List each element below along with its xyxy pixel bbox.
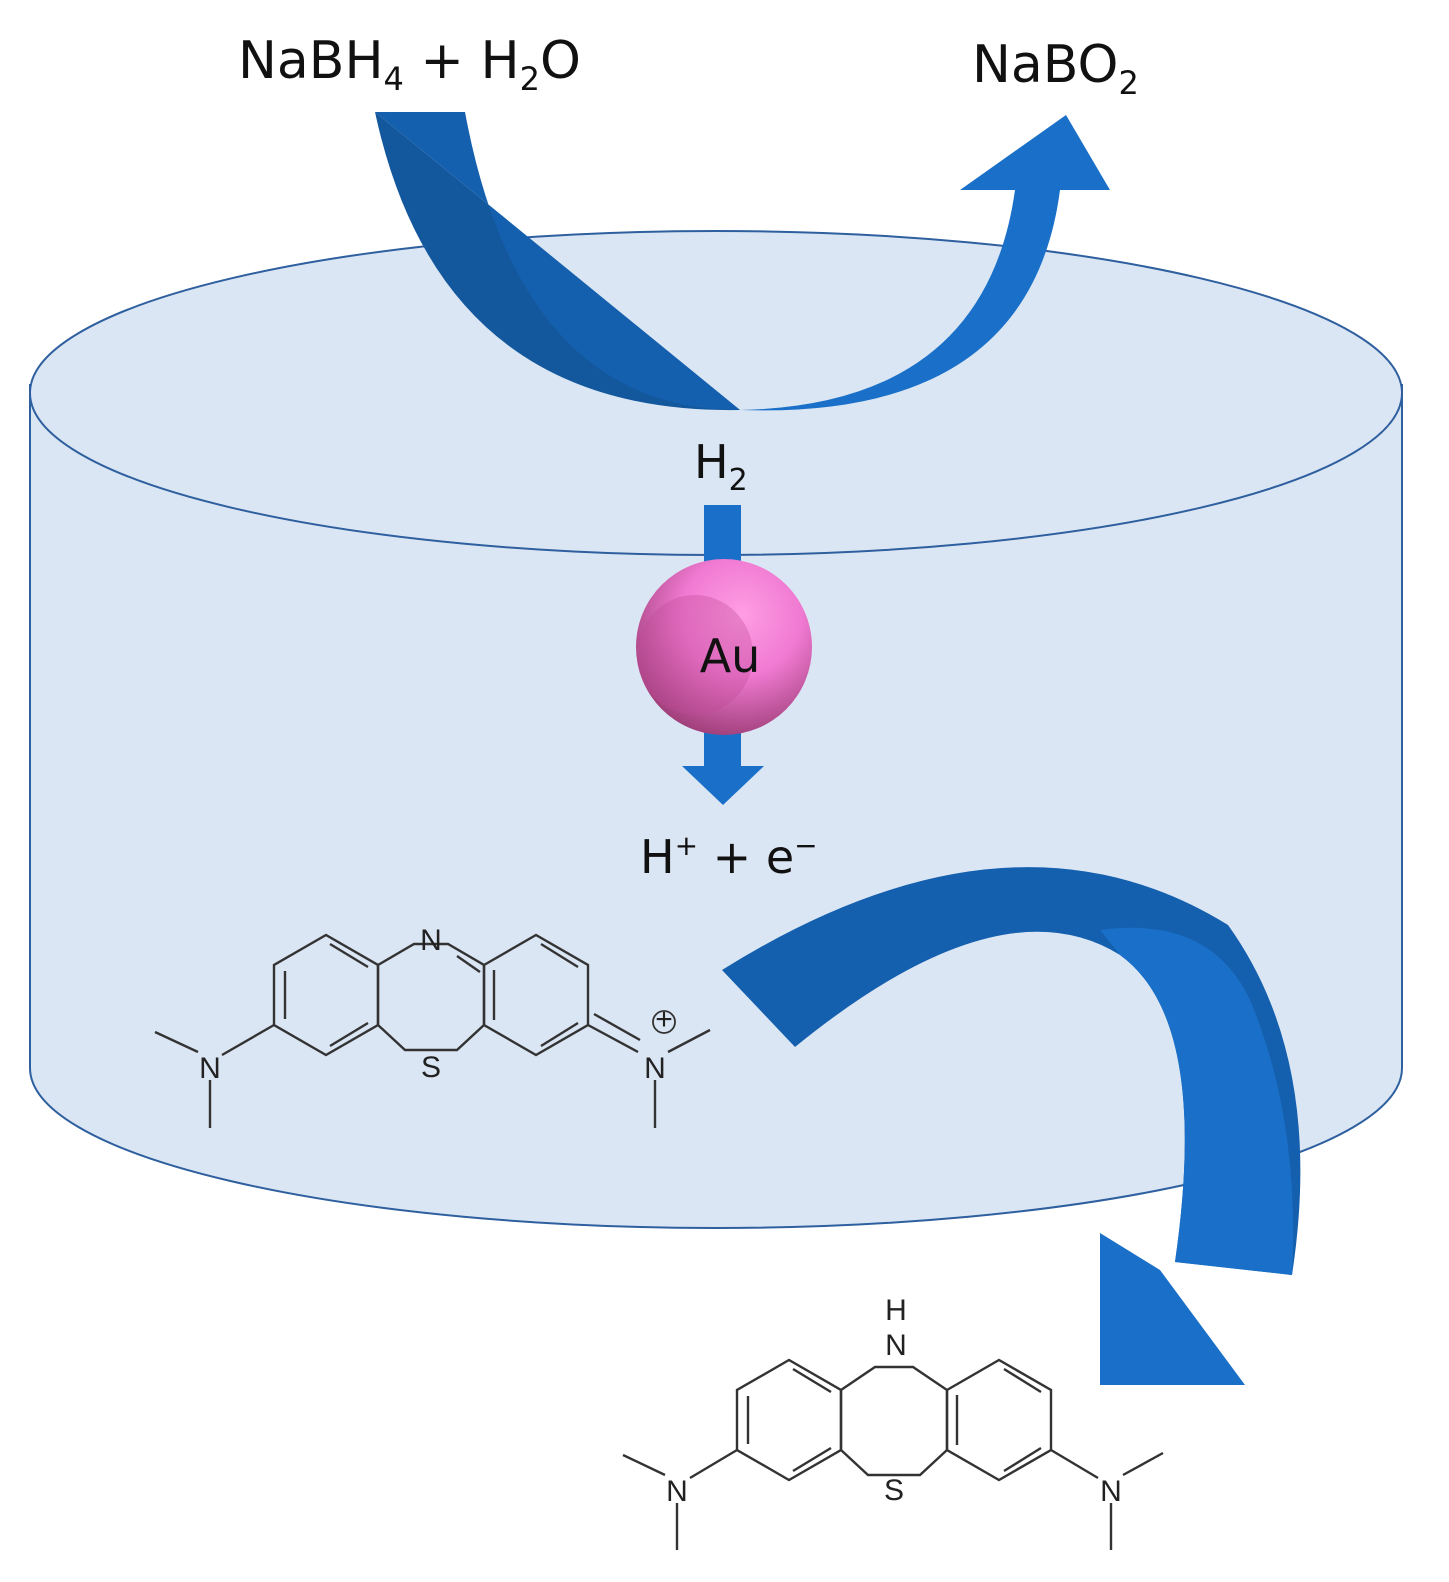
- gold-particle-shading: [637, 595, 753, 715]
- mb-left-inner-bond-2: [329, 942, 369, 969]
- lmb-right-inner-bond-1: [1003, 1367, 1042, 1394]
- reduction-arrow-highlight: [1100, 927, 1294, 1275]
- lmb-right-ring: [945, 1358, 1053, 1482]
- mb-n-bridge: N: [420, 924, 442, 957]
- mb-right-methyl-1: [667, 1028, 711, 1054]
- gold-particle: [636, 559, 812, 735]
- lmb-right-n-bond: [1050, 1448, 1099, 1480]
- mb-cn-double-bond: [456, 955, 481, 973]
- lmb-right-methyl-1: [1122, 1451, 1164, 1477]
- mb-n-left: N: [199, 1052, 221, 1085]
- mb-right-inner-bond-3: [540, 1021, 579, 1048]
- mb-right-n-bond-1: [587, 1023, 639, 1054]
- hydrogen-label: H2: [694, 435, 748, 498]
- lmb-n-right: N: [1100, 1475, 1122, 1508]
- proton-electron-label: H+ + e−: [640, 829, 818, 884]
- lmb-left-inner-bond-3: [792, 1446, 832, 1473]
- h2-arrow-head: [682, 766, 764, 805]
- gold-label: Au: [700, 629, 761, 683]
- lmb-left-ring: [735, 1358, 843, 1482]
- cylinder-body: [29, 384, 1403, 1229]
- mb-right-n-bond-2: [593, 1012, 641, 1042]
- leuco-methylene-blue-structure: [622, 1358, 1164, 1550]
- mb-charge: +: [655, 1003, 673, 1036]
- lmb-right-inner-bond-3: [1003, 1446, 1042, 1473]
- mb-charge-circle: [652, 1010, 676, 1034]
- lmb-central-ring: [839, 1365, 949, 1477]
- mb-s-bridge: S: [421, 1051, 441, 1084]
- lmb-left-n-bond: [689, 1448, 738, 1480]
- lmb-left-methyl-1: [622, 1453, 666, 1477]
- u-arrow-outer-edge: [375, 112, 740, 410]
- mb-left-inner-bond-3: [329, 1021, 369, 1048]
- mb-left-methyl-1: [154, 1030, 199, 1054]
- mb-right-inner-bond-1: [540, 942, 579, 969]
- u-arrow-right-half: [740, 115, 1110, 411]
- mb-left-n-bond: [221, 1023, 275, 1057]
- reduction-arrow-head: [1100, 1233, 1245, 1385]
- lmb-left-inner-bond-2: [792, 1367, 832, 1394]
- reactant-label: NaBH4 + H2O: [238, 31, 581, 98]
- lmb-s-bridge: S: [884, 1474, 904, 1507]
- product-label: NaBO2: [972, 35, 1139, 102]
- lmb-nh-h: H: [885, 1294, 907, 1327]
- lmb-n-left: N: [666, 1475, 688, 1508]
- lmb-nh-n: N: [885, 1329, 907, 1362]
- methylene-blue-structure: [154, 933, 711, 1128]
- mb-n-right: N: [644, 1052, 666, 1085]
